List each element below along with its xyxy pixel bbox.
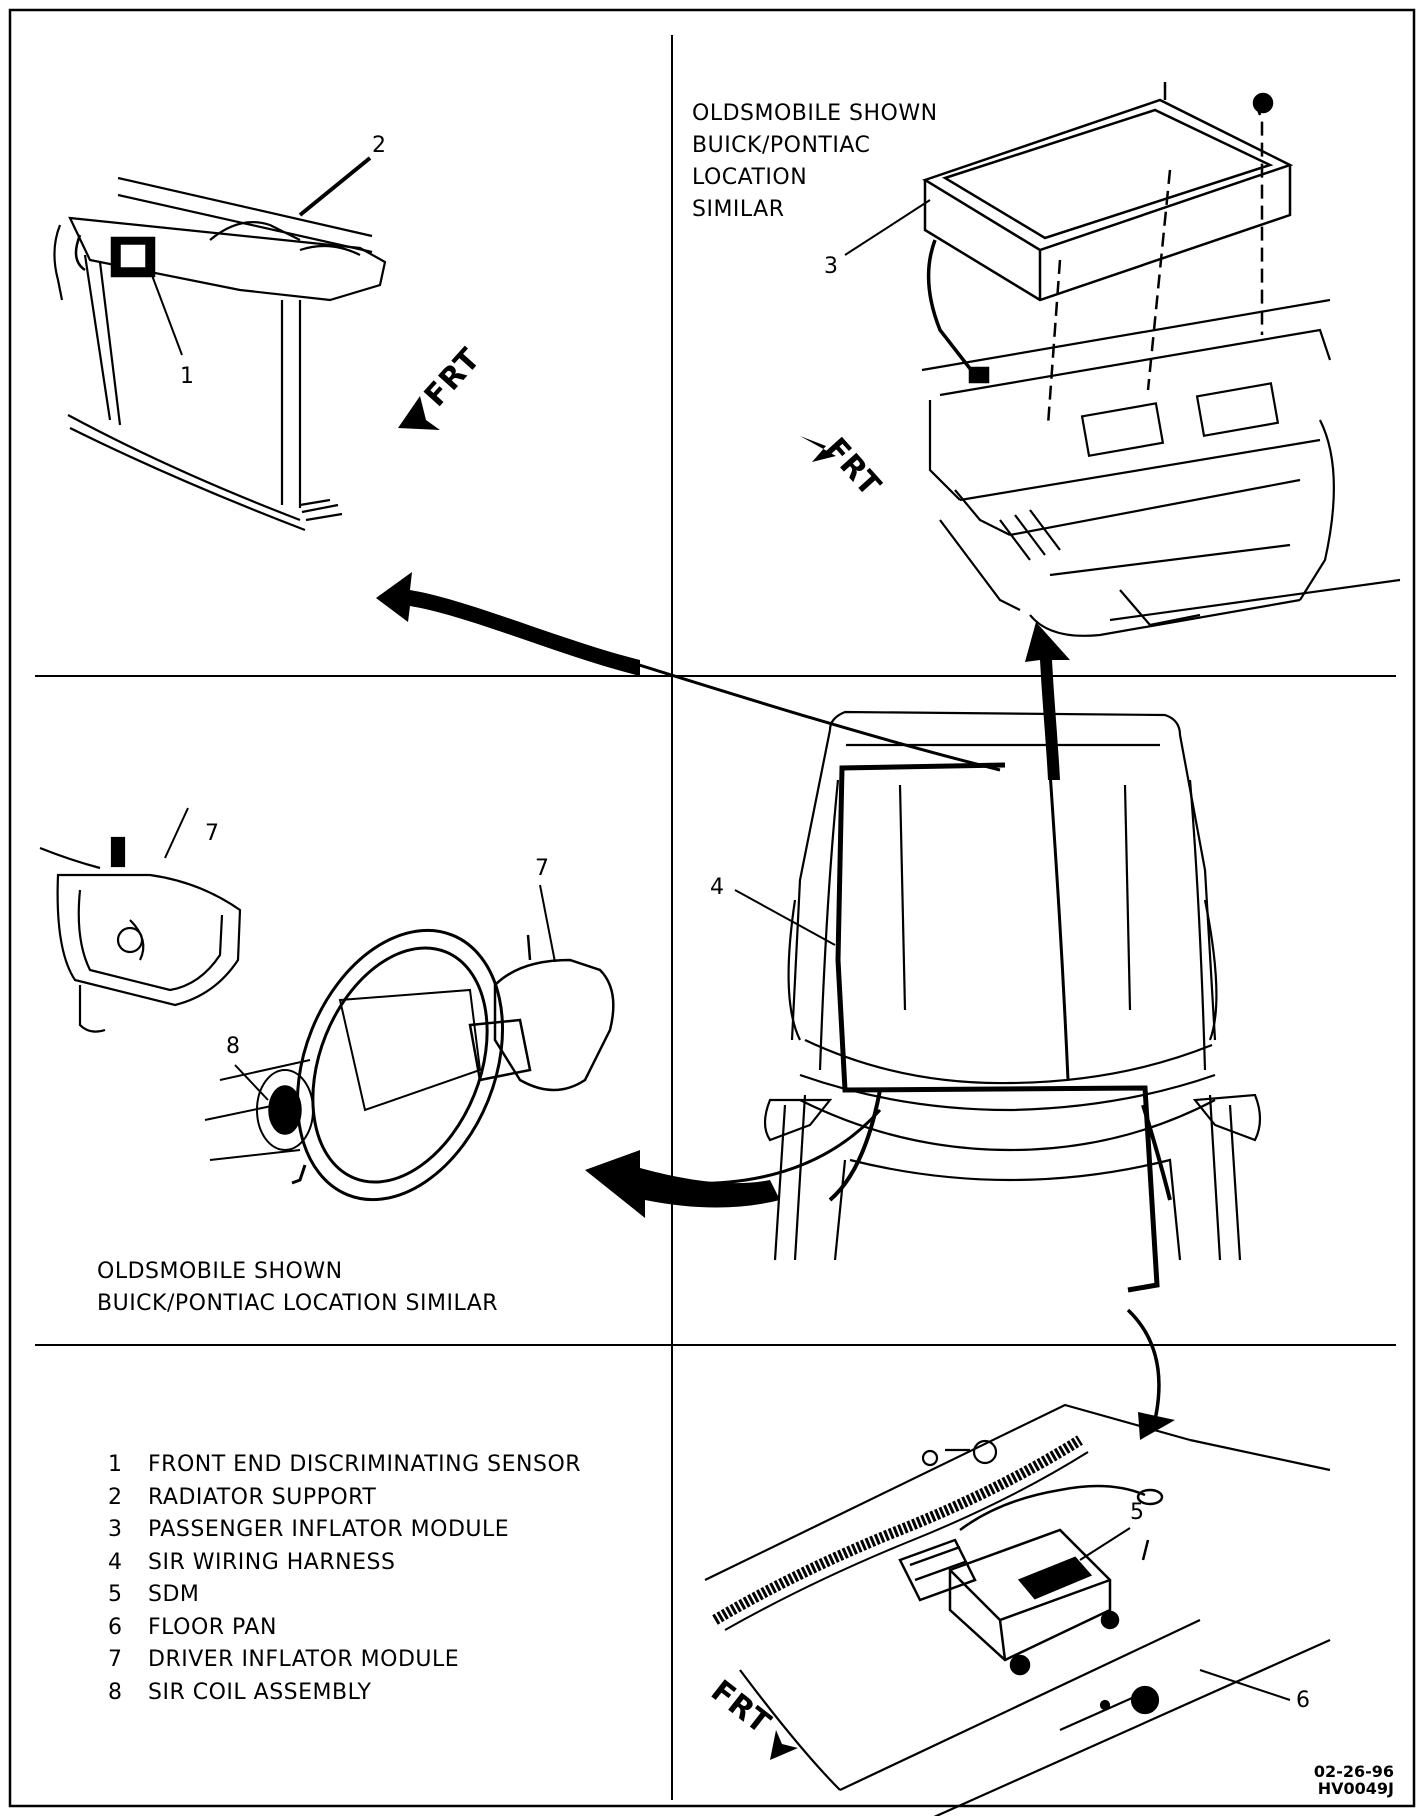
legend-label: FRONT END DISCRIMINATING SENSOR [148, 1452, 582, 1477]
leader-7a [164, 807, 189, 859]
legend-row: 1 FRONT END DISCRIMINATING SENSOR [108, 1449, 581, 1482]
callout-2: 2 [372, 133, 386, 158]
arrow-to-sensor-head [376, 572, 640, 676]
frt-arrow-3 [770, 1730, 798, 1760]
leader-6 [1199, 1669, 1291, 1701]
sdm-module [898, 1484, 1164, 1676]
legend-row: 4 SIR WIRING HARNESS [108, 1547, 581, 1580]
legend-number: 6 [108, 1614, 123, 1640]
legend-row: 7 DRIVER INFLATOR MODULE [108, 1644, 581, 1677]
callout-6: 6 [1296, 1688, 1310, 1713]
legend-label: SIR WIRING HARNESS [148, 1549, 396, 1575]
frt-arrow-2 [800, 436, 836, 462]
sir-wiring-harness [835, 762, 1160, 1293]
legend-number: 8 [108, 1679, 123, 1705]
leader-3 [844, 199, 931, 256]
callout-5: 5 [1130, 1500, 1144, 1525]
note-middle-left: OLDSMOBILE SHOWN BUICK/PONTIAC LOCATION … [97, 1256, 498, 1320]
floor-pan-drawing [704, 1403, 1331, 1816]
legend-label: PASSENGER INFLATOR MODULE [148, 1517, 510, 1542]
driver-inflator-module-detail [39, 836, 242, 1033]
leader-4 [734, 889, 836, 946]
legend-label: DRIVER INFLATOR MODULE [148, 1647, 460, 1672]
figure-date: 02-26-96 [1313, 1762, 1394, 1781]
front-end-discriminating-sensor [74, 234, 156, 278]
legend-number: 2 [108, 1484, 123, 1510]
legend-label: SDM [148, 1582, 200, 1607]
arrow-to-sdm-head [1138, 1412, 1175, 1440]
legend-row: 3 PASSENGER INFLATOR MODULE [108, 1514, 581, 1547]
legend-number: 3 [108, 1517, 123, 1542]
legend-label: SIR COIL ASSEMBLY [148, 1679, 372, 1705]
arrow-to-steering-head [585, 1150, 780, 1218]
figure-code: HV0049J [1317, 1779, 1394, 1798]
driver-inflator-module [468, 934, 615, 1092]
arrow-to-sdm [1126, 1308, 1161, 1421]
passenger-inflator-module [922, 82, 1294, 426]
leader-1 [149, 269, 183, 356]
instrument-panel-drawing [921, 298, 1401, 637]
note-top-right: OLDSMOBILE SHOWN BUICK/PONTIAC LOCATION … [692, 98, 938, 226]
legend-row: 5 SDM [108, 1579, 581, 1612]
component-legend: 1 FRONT END DISCRIMINATING SENSOR 2 RADIAT… [108, 1449, 581, 1709]
outer-frame [8, 8, 1416, 1808]
note-middle-left-line-2: BUICK/PONTIAC LOCATION SIMILAR [97, 1291, 499, 1316]
legend-number: 1 [108, 1452, 123, 1477]
steering-wheel [204, 928, 505, 1202]
radiator-support-drawing [53, 176, 387, 532]
callout-4: 4 [710, 875, 724, 900]
callout-1: 1 [180, 364, 194, 389]
harness-loom [712, 1435, 1083, 1625]
note-top-right-line-1: OLDSMOBILE SHOWN [692, 101, 938, 126]
legend-row: 2 RADIATOR SUPPORT [108, 1482, 581, 1515]
leader-5 [1079, 1527, 1131, 1561]
callout-7-wheel: 7 [535, 856, 549, 881]
legend-row: 8 SIR COIL ASSEMBLY [108, 1677, 581, 1710]
legend-row: 6 FLOOR PAN [108, 1612, 581, 1645]
callout-8: 8 [226, 1034, 240, 1059]
figure-id: 02-26-96 HV0049J [1314, 1763, 1394, 1797]
harness-drop-right [1141, 1104, 1172, 1201]
legend-number: 4 [108, 1549, 123, 1575]
leader-2 [298, 156, 372, 217]
note-top-right-line-4: SIMILAR [692, 197, 785, 222]
note-top-right-line-2: BUICK/PONTIAC [692, 133, 871, 158]
legend-label: FLOOR PAN [148, 1614, 277, 1640]
leader-8 [234, 1064, 269, 1101]
arrow-to-passenger-head [1025, 622, 1070, 780]
legend-number: 7 [108, 1647, 123, 1672]
callout-7-detail: 7 [205, 821, 219, 846]
note-middle-left-line-1: OLDSMOBILE SHOWN [97, 1259, 343, 1284]
harness-loom-edge [724, 1451, 1089, 1631]
harness-drop-left [828, 1089, 882, 1202]
leader-7b [539, 884, 556, 963]
callout-3: 3 [824, 254, 838, 279]
legend-label: RADIATOR SUPPORT [148, 1484, 377, 1510]
legend-number: 5 [108, 1582, 123, 1607]
note-top-right-line-3: LOCATION [692, 165, 808, 190]
frt-arrow-1 [398, 396, 440, 430]
